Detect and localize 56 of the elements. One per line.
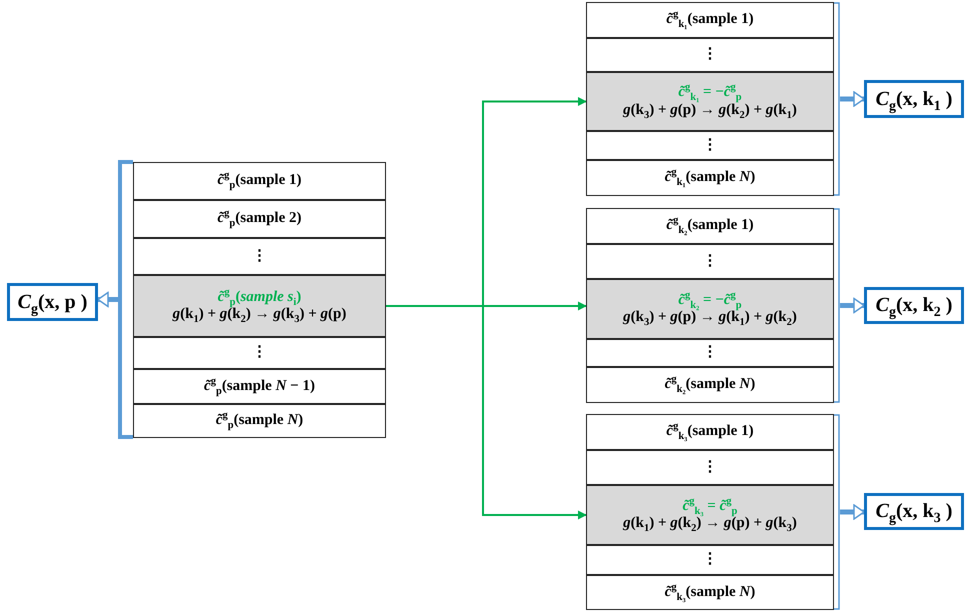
table-row [586,575,834,610]
formula: C$_{g}$(x, k$_{2}$ ) [876,294,952,317]
formula: ⋮ [702,344,718,362]
table-row [586,545,834,575]
arrow [97,292,118,308]
table-row [133,162,386,200]
table-row [586,160,834,196]
formula: ⋮ [252,344,267,362]
arrow [840,298,865,314]
arrow [840,91,865,107]
table-row [133,369,386,404]
table-row [586,244,834,279]
table-row [586,2,834,38]
table-row [586,450,834,485]
formula: g(k$_{3}$) + g(p) → g(k$_{1}$) + g(k$_{2}$) [623,309,797,326]
table-row [586,339,834,367]
formula: c̃$^{g}$$_{p}$(sample 1) [217,172,302,190]
table-row [586,279,834,339]
formula: C$_{g}$(x, k$_{3}$ ) [876,500,952,523]
arrow [386,305,587,520]
arrow [840,504,865,520]
result-box [864,80,964,118]
formula: ⋮ [702,46,718,64]
table-row [586,367,834,403]
table-row [133,404,386,438]
formula: g(k$_{3}$) + g(p) → g(k$_{2}$) + g(k$_{1}$) [623,102,797,119]
formula: ⋮ [252,248,267,266]
table-row [586,131,834,160]
formula: c̃$^{g}$$_{k₁}$(sample 1) [666,11,754,29]
table-row [133,238,386,275]
formula: ⋮ [702,551,718,569]
formula: c̃$^{g}$$_{k₁}$(sample N) [664,169,756,187]
table-row [133,200,386,238]
formula: ⋮ [702,252,718,270]
table-row [133,275,386,337]
formula: c̃$^{g}$$_{k₃}$(sample 1) [666,423,754,441]
formula: ⋮ [702,458,718,476]
result-box [864,287,964,324]
result-box [7,283,98,321]
formula: c̃$^{g}$$_{p}$(sample s$_{i}$) [218,288,302,306]
formula: c̃$^{g}$$_{k₂}$(sample N) [664,376,756,394]
table-row [586,72,834,131]
table-row [133,337,386,369]
formula: c̃$^{g}$$_{k₂}$(sample 1) [666,217,754,235]
result-box [864,493,964,530]
formula: c̃$^{g}$$_{p}$(sample N − 1) [204,378,315,396]
formula: g(k$_{1}$) + g(k$_{2}$) → g(k$_{3}$) + g(p) [172,306,346,324]
formula: c̃$^{g}$$_{p}$(sample N) [216,412,304,430]
table-row [586,414,834,450]
table-row [586,38,834,72]
table-row [586,485,834,545]
formula: c̃$^{g}$$_{p}$(sample 2) [217,210,302,228]
formula: g(k$_{1}$) + g(k$_{2}$) → g(p) + g(k$_{3}$) [623,515,797,532]
table-row [586,208,834,244]
formula: ⋮ [702,136,718,154]
formula: c̃$^{g}$$_{k₃}$(sample N) [664,584,756,602]
